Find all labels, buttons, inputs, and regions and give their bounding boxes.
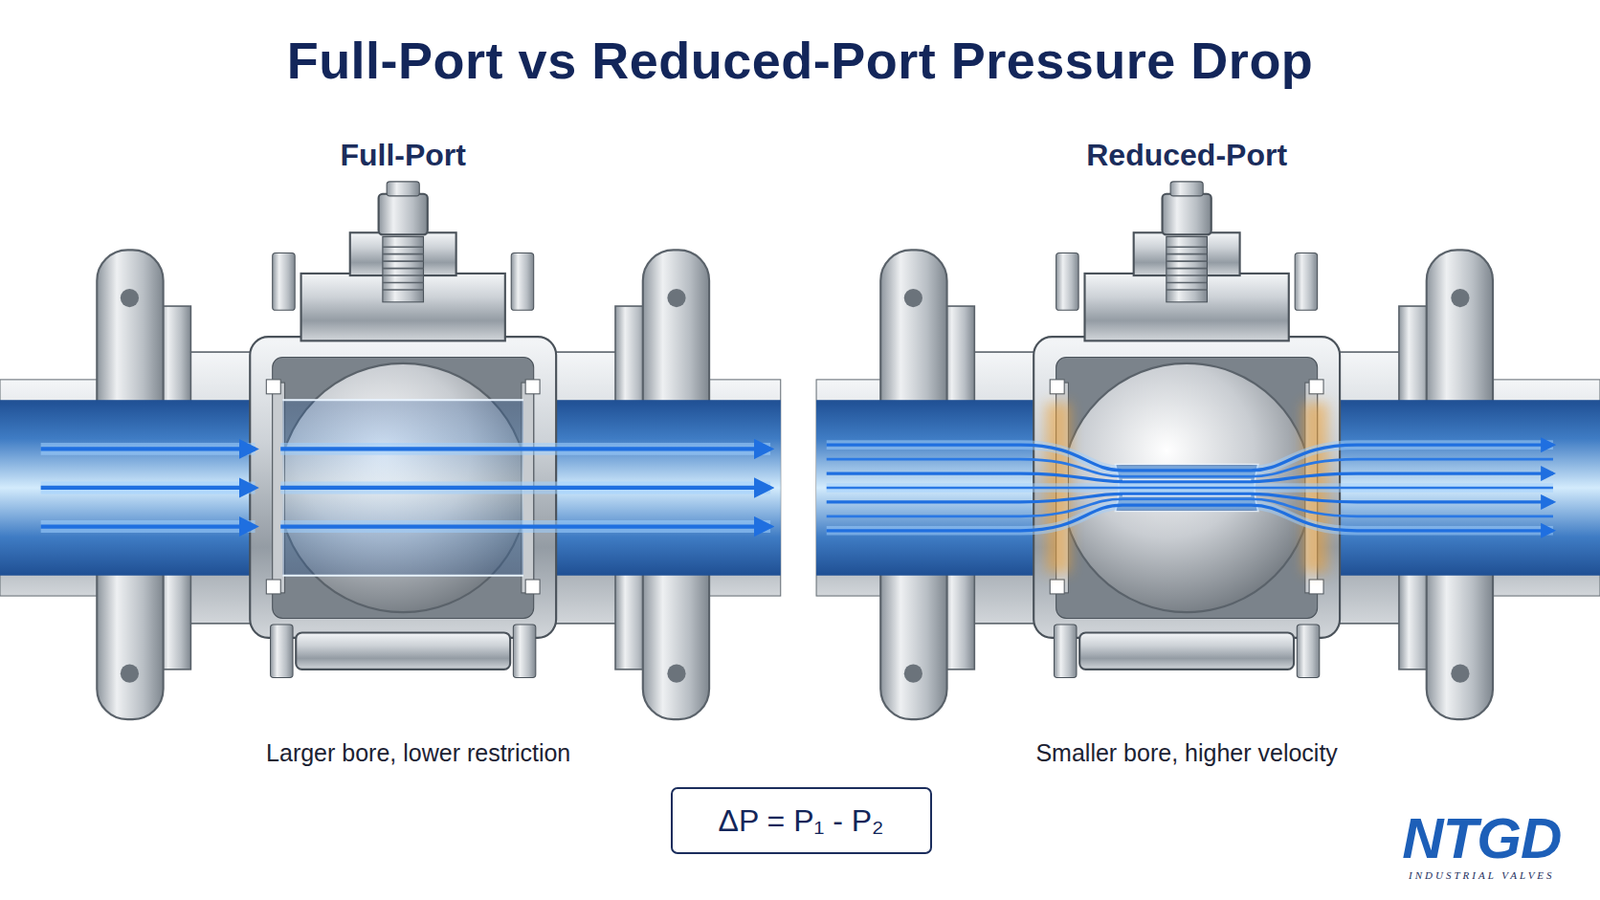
formula-text: ΔP = P₁ - P₂ xyxy=(718,802,885,840)
caption: Smaller bore, higher velocity xyxy=(1035,738,1337,768)
full-port-valve xyxy=(0,181,781,720)
caption: Larger bore, lower restriction xyxy=(266,738,571,768)
logo-mark: NTGD xyxy=(1401,810,1561,868)
formula-box: ΔP = P₁ - P₂ xyxy=(670,787,933,855)
reduced-port-valve xyxy=(816,181,1600,720)
section-heading: Full-Port xyxy=(339,138,467,173)
streamlines xyxy=(826,444,1554,532)
flow-arrows xyxy=(41,448,771,527)
valve-body xyxy=(249,181,556,679)
valve-body xyxy=(1033,181,1340,679)
pipe-wall xyxy=(0,379,781,597)
pipe-flow xyxy=(0,400,781,577)
diagram-title: Full-Port vs Reduced-Port Pressure Drop xyxy=(0,32,1600,89)
section-heading: Reduced-Port xyxy=(1086,138,1288,173)
logo-tagline: INDUSTRIAL VALVES xyxy=(1408,869,1556,883)
